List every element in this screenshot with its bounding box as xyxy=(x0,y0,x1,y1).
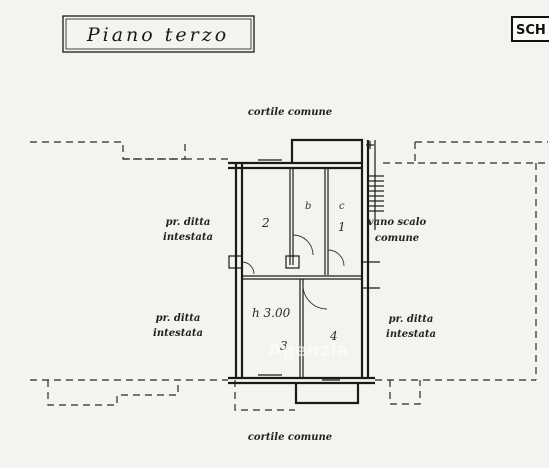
owner-left-bottom-line2: intestata xyxy=(153,328,203,339)
owner-right-line1: pr. ditta xyxy=(389,314,434,325)
owner-right-line2: intestata xyxy=(386,329,436,340)
room-2-label: 2 xyxy=(261,216,270,230)
room-4-label: 4 xyxy=(329,329,338,343)
owner-left-top: pr. ditta intestata xyxy=(163,217,213,243)
stair-label-line2: comune xyxy=(375,233,419,244)
owner-left-top-line1: pr. ditta xyxy=(166,217,211,228)
courtyard-top-label: cortile comune xyxy=(248,107,332,118)
room-1-label: 1 xyxy=(338,220,346,234)
apartment-walls xyxy=(228,138,375,405)
room-b-label: b xyxy=(305,201,311,212)
owner-left-bottom-line1: pr. ditta xyxy=(156,313,201,324)
owner-left-top-line2: intestata xyxy=(163,232,213,243)
courtyard-bottom-label: cortile comune xyxy=(248,432,332,443)
room-c-label: c xyxy=(339,201,345,212)
ceiling-height: h 3.00 xyxy=(252,306,291,320)
owner-right: pr. ditta intestata xyxy=(386,314,436,340)
stair-label-line1: vano scalo xyxy=(368,217,427,228)
scheda-label: SCH xyxy=(516,23,546,38)
neighbour-boundaries xyxy=(30,141,548,411)
openings xyxy=(241,159,345,384)
stair-label: vano scalo comune xyxy=(368,217,427,244)
floor-title: Piano terzo xyxy=(86,24,229,46)
watermark: Agenzia xyxy=(268,340,349,361)
title-box: Piano terzo xyxy=(62,15,255,53)
stair xyxy=(362,140,384,289)
room-3-label: 3 xyxy=(280,339,288,353)
owner-left-bottom: pr. ditta intestata xyxy=(153,313,203,339)
scheda-tag: SCH xyxy=(511,16,549,42)
